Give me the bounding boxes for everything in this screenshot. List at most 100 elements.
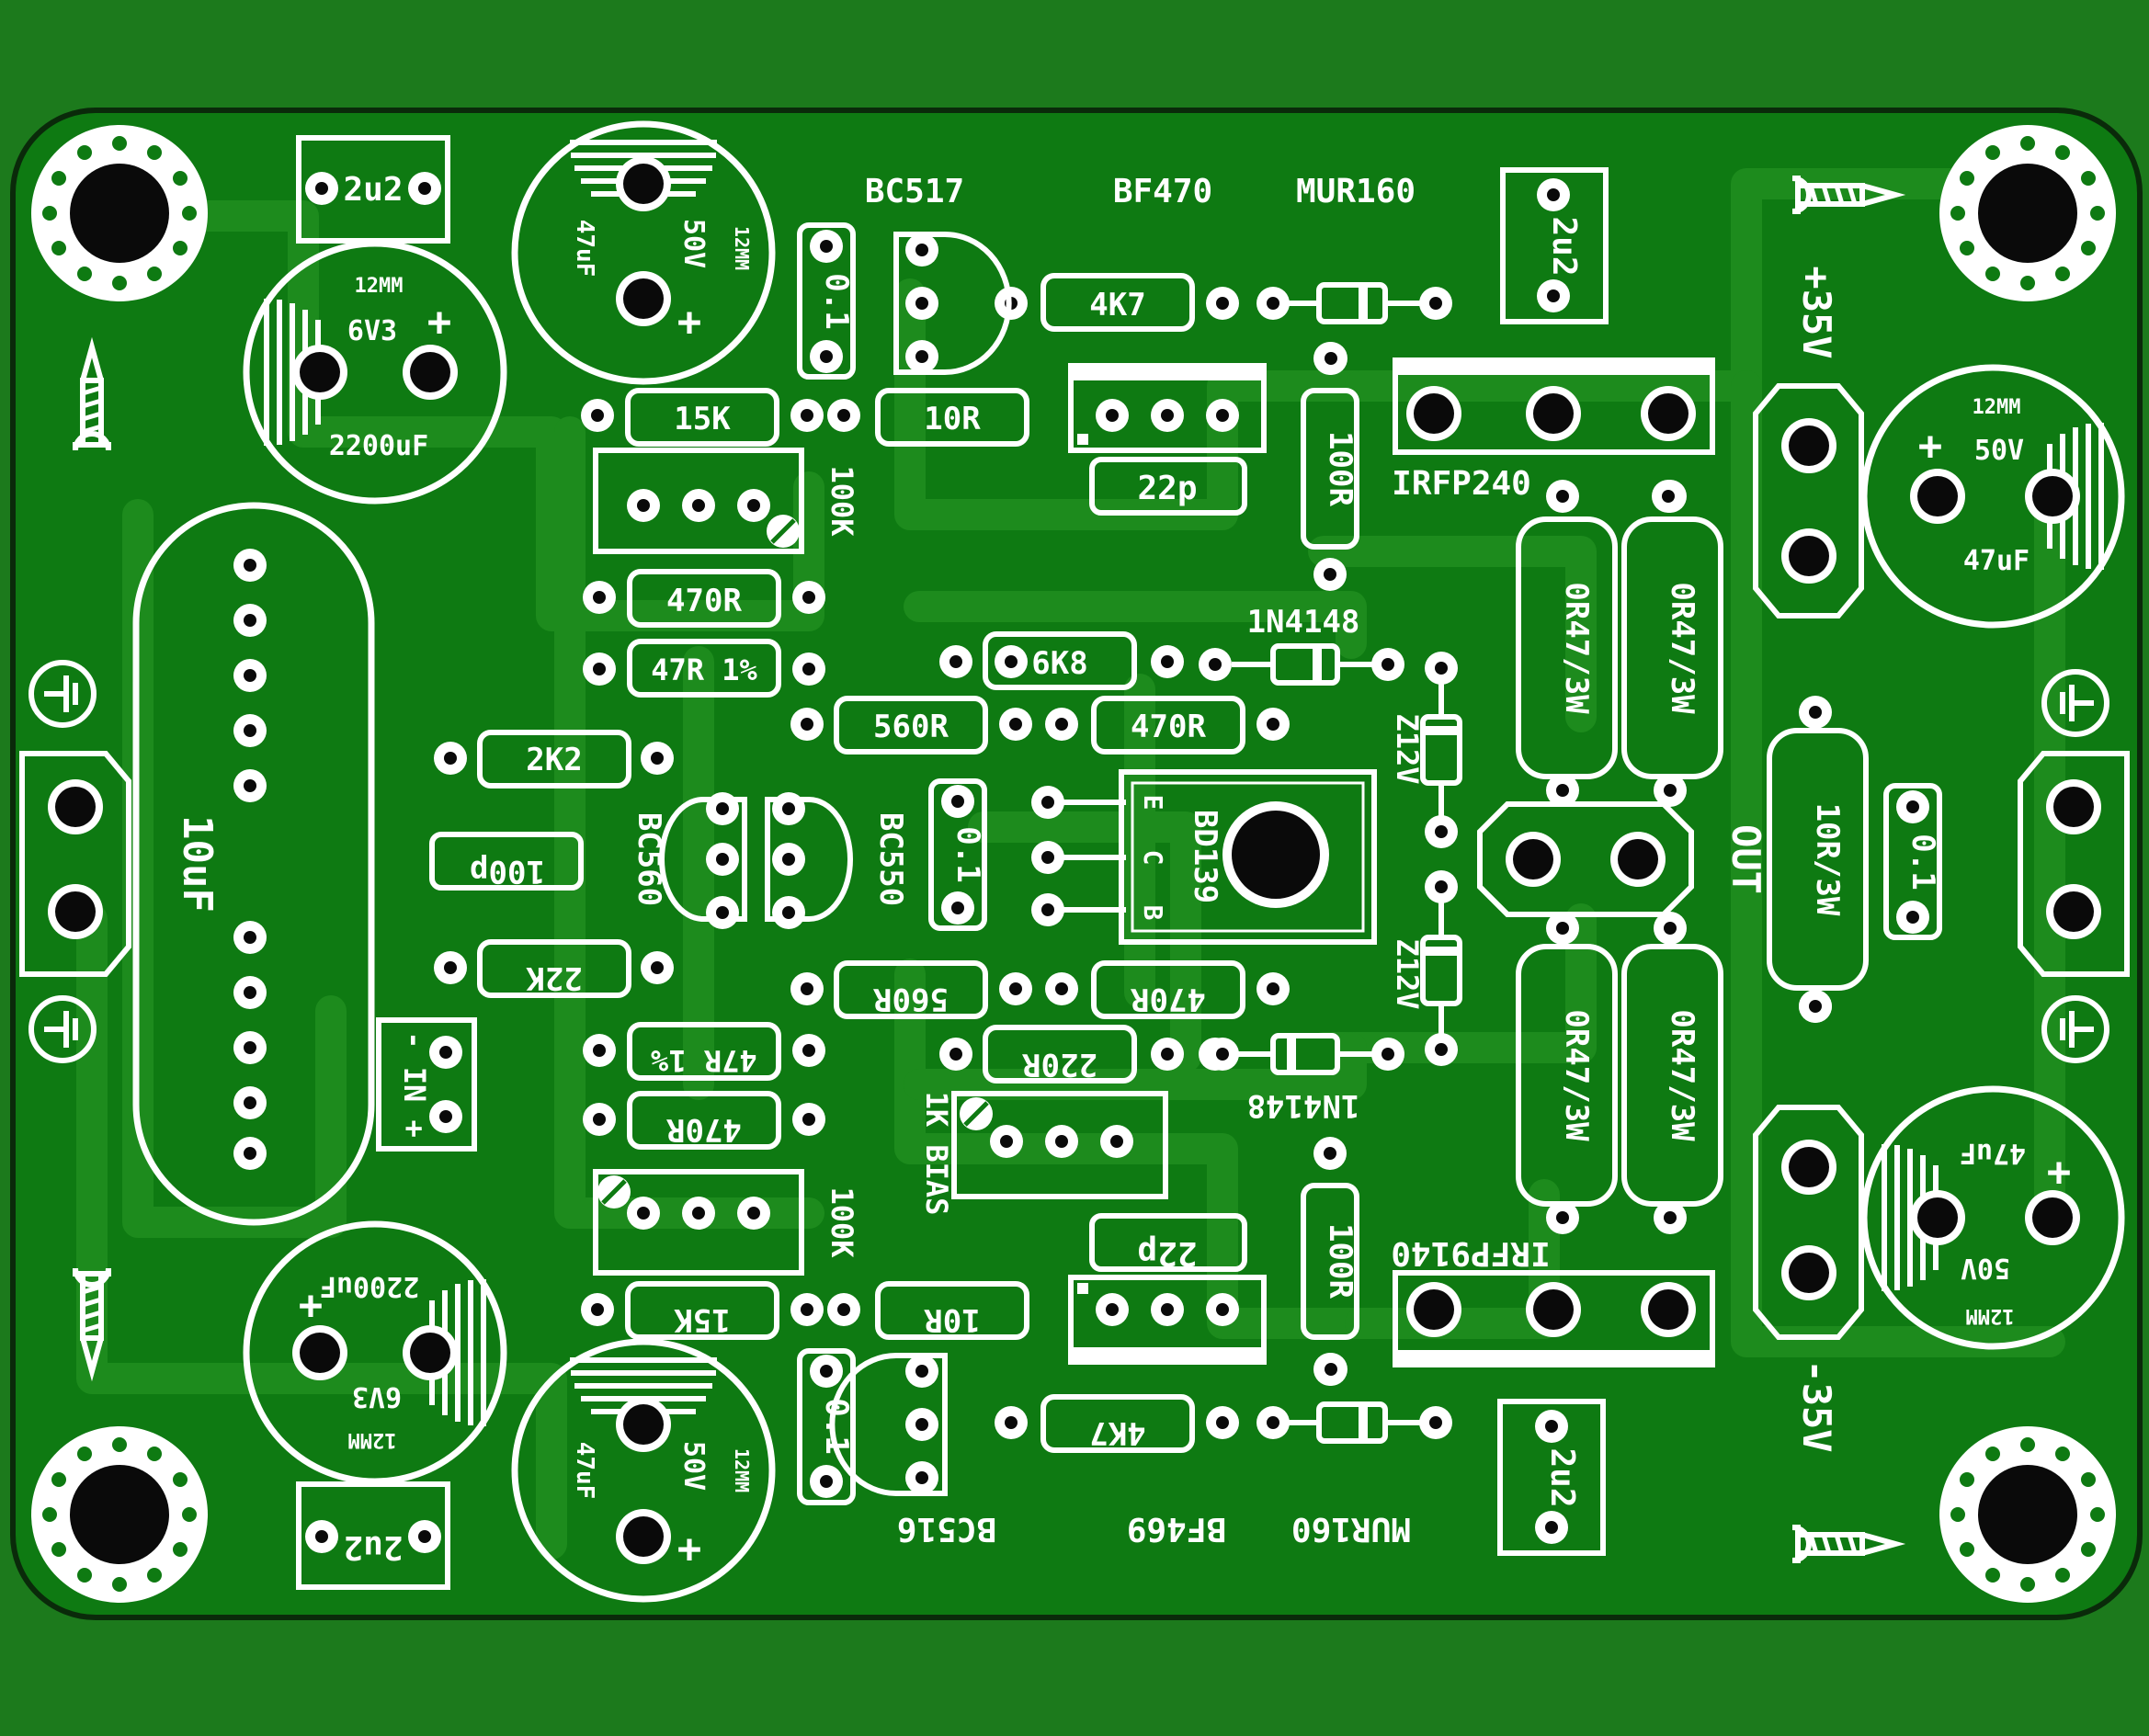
e47-br-voltage: 50V	[1961, 1252, 2010, 1284]
mount-hole-bottom-left	[31, 1426, 208, 1603]
c01-a-label: 0.1	[818, 273, 855, 329]
cap-22p-top	[1089, 457, 1247, 516]
cap-0u1-mid	[928, 778, 987, 931]
c01-c-label: 0.1	[949, 826, 986, 882]
plus-35v-label: +35V	[1794, 266, 1839, 358]
c2u2-tl-label: 2u2	[343, 171, 403, 209]
transistor-bf469	[1068, 1275, 1267, 1365]
e47-bl-value: 47uF	[571, 1442, 598, 1500]
r470r-d-label: 470R	[666, 1111, 742, 1148]
svg-text:+: +	[1918, 423, 1943, 470]
bc516-label: BC516	[897, 1510, 996, 1548]
c100p-label: 100p	[470, 853, 545, 890]
c2u2-br-label: 2u2	[1543, 1447, 1581, 1507]
e47-tl-voltage: 50V	[677, 219, 710, 268]
bd139-label: BD139	[1187, 810, 1223, 903]
resistor-47r-top	[583, 639, 825, 698]
zener-top-label: Z12V	[1390, 713, 1425, 784]
mur160-top-label: MUR160	[1296, 173, 1416, 210]
trimmer-100k-bottom	[593, 1169, 804, 1276]
r6k8-label: 6K8	[1031, 645, 1087, 682]
film-cap-2u2-bottom-left	[296, 1481, 450, 1590]
film-cap-2u2-top-right	[1500, 167, 1609, 324]
resistor-15k-bottom	[581, 1281, 824, 1340]
r560r-bot-label: 560R	[873, 981, 949, 1017]
e47-tr-value: 47uF	[1963, 545, 2030, 577]
r0r47-3-label: 0R47/3W	[1558, 1009, 1595, 1141]
bf470-label: BF470	[1113, 173, 1212, 210]
r560r-top-label: 560R	[873, 709, 949, 745]
transistor-bd139	[1031, 769, 1377, 945]
transistor-bc517	[893, 232, 1012, 375]
r10r-top-label: 10R	[924, 401, 981, 437]
mount-hole-top-right	[1939, 125, 2116, 301]
r470r-a-label: 470R	[666, 583, 742, 619]
minus-35v-label: -35V	[1794, 1359, 1839, 1452]
c2u2-tr-label: 2u2	[1545, 216, 1583, 276]
pot-bot-label: 100K	[824, 1186, 859, 1258]
output-terminal-right	[2018, 751, 2130, 977]
e47-bl-size: 12MM	[731, 1448, 753, 1492]
resistor-0r47-3	[1516, 912, 1618, 1234]
e47-br-value: 47uF	[1960, 1137, 2026, 1169]
resistor-6k8	[939, 631, 1184, 690]
r0r47-1-label: 0R47/3W	[1558, 582, 1595, 714]
cap-0u1-output	[1883, 783, 1942, 940]
e2200-bot-size: 12MM	[348, 1428, 397, 1451]
diode-mur160-bottom	[1256, 1401, 1452, 1444]
mosfet-irfp9140	[1393, 1270, 1715, 1367]
resistor-560r-top	[790, 696, 1032, 755]
resistor-10r-top	[827, 388, 1029, 447]
resistor-560r-bottom	[790, 960, 1032, 1019]
bc517-label: BC517	[865, 173, 964, 210]
resistor-100r-bottom	[1301, 1137, 1359, 1386]
r100r-top-label: 100R	[1322, 431, 1359, 506]
zener-bottom	[1420, 870, 1462, 1066]
electrolytic-47uf-top-left: +	[511, 120, 776, 385]
e47-bl-voltage: 50V	[677, 1441, 710, 1491]
resistor-470r-d	[583, 1091, 825, 1150]
resistor-10r-bottom	[827, 1281, 1029, 1340]
svg-text:+: +	[677, 1526, 702, 1572]
r15k-top-label: 15K	[674, 401, 731, 437]
plus-sign: +	[2047, 1149, 2072, 1196]
trimmer-1k-bias	[951, 1091, 1168, 1199]
r100r-bot-label: 100R	[1322, 1223, 1359, 1299]
r15k-bot-label: 15K	[674, 1301, 731, 1338]
film-cap-2u2-bottom-right	[1497, 1399, 1606, 1556]
out-label: OUT	[1723, 824, 1768, 894]
resistor-470r-c	[1045, 960, 1290, 1019]
diode-1n4148-bottom	[1199, 1033, 1404, 1075]
resistor-100r-top	[1301, 342, 1359, 591]
e2200-top-voltage: 6V3	[347, 315, 397, 347]
mount-hole-bottom-right	[1939, 1426, 2116, 1603]
zener-bot-label: Z12V	[1390, 938, 1425, 1009]
irfp240-label: IRFP240	[1392, 465, 1531, 503]
mosfet-irfp240	[1393, 357, 1715, 455]
resistor-470r-b	[1045, 696, 1290, 755]
c22p-bot-label: 22p	[1137, 1234, 1197, 1272]
cap-22p-bottom	[1089, 1213, 1247, 1272]
transistor-bc550	[765, 792, 853, 929]
r47r-top-label: 47R 1%	[651, 652, 757, 687]
trimmer-100k-top	[593, 448, 804, 554]
resistor-0r47-4	[1621, 912, 1723, 1234]
resistor-0r47-2	[1621, 480, 1723, 807]
bd139-e: E	[1138, 795, 1168, 811]
r0r47-4-label: 0R47/3W	[1664, 1009, 1700, 1141]
e47-tl-size: 12MM	[731, 226, 753, 270]
pot-top-label: 100K	[824, 465, 859, 537]
resistor-47r-bottom	[583, 1022, 825, 1081]
in-label: - IN +	[397, 1031, 432, 1138]
r220r-label: 220R	[1022, 1046, 1097, 1083]
e2200-bot-voltage: 6V3	[352, 1380, 402, 1413]
svg-text:+: +	[677, 299, 702, 346]
resistor-220r	[939, 1025, 1184, 1084]
e47-tl-value: 47uF	[571, 220, 598, 278]
e2200-bot-value: 2200uF	[320, 1270, 419, 1302]
transistor-bc516	[829, 1353, 948, 1496]
bc550-label: BC550	[872, 812, 909, 906]
1n4148-bot-label: 1N4148	[1247, 1087, 1360, 1124]
c10uf-label: 10uF	[174, 815, 221, 913]
e47-tr-size: 12MM	[1973, 396, 2021, 419]
